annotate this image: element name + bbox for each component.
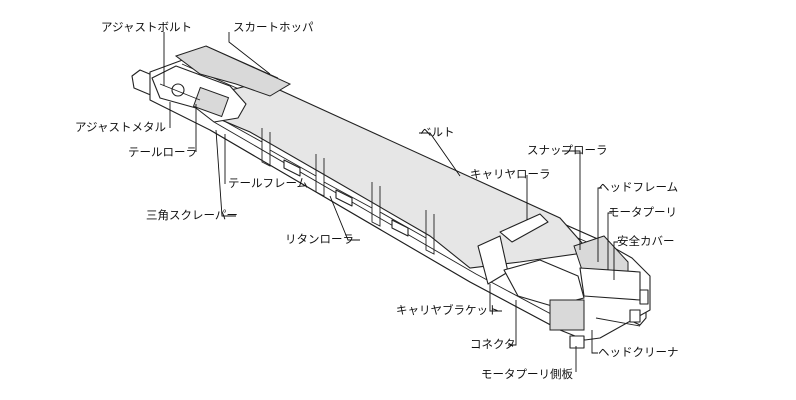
connector-box [569,335,585,349]
end-plate [639,289,649,305]
adjust-bolt-head [171,83,185,97]
label-head-cleaner: ヘッドクリーナ [598,345,679,359]
label-carrier-roller: キャリヤローラ [470,167,551,181]
adjust-bolt-shaft [159,83,201,101]
lower-rail [209,129,561,331]
return-rollers [283,159,409,237]
belt-surface [199,81,592,269]
leader-lines [163,32,618,372]
motor-pulley-housing [503,259,585,307]
tail-roller-box [192,86,230,118]
label-motor-pulley-side-plate: モータプーリ側板 [481,367,573,381]
label-skirt-hopper: スカートホッパ [233,20,314,34]
label-tail-roller: テールローラ [128,145,197,159]
label-return-roller: リタンローラ [285,232,354,246]
label-tail-frame: テールフレーム [228,176,308,190]
label-triangle-scraper: 三角スクレーパー [146,208,238,222]
head-cleaner-edge [595,317,641,327]
label-adjust-metal: アジャストメタル [75,120,166,134]
skirt-hopper-edge [205,45,279,79]
safety-cover-shape [579,267,641,301]
label-connector: コネクタ [470,337,516,351]
label-belt: ベルト [420,125,455,139]
label-carrier-bracket: キャリヤブラケット [396,303,500,317]
part-labels: アジャストボルト スカートホッパ アジャストメタル テールローラ ベルト スナッ… [75,20,679,381]
label-motor-pulley: モータプーリ [608,205,677,219]
label-safety-cover: 安全カバー [617,234,675,248]
frame-bays [225,121,435,255]
motor-pulley-side-plate-shape [549,299,585,331]
lower-rail-inner [213,121,567,323]
label-adjust-bolt: アジャストボルト [101,20,192,34]
end-bracket [629,309,641,323]
label-head-frame: ヘッドフレーム [598,180,678,194]
label-snap-roller: スナップローラ [527,143,608,157]
conveyor-illustration [131,45,651,349]
